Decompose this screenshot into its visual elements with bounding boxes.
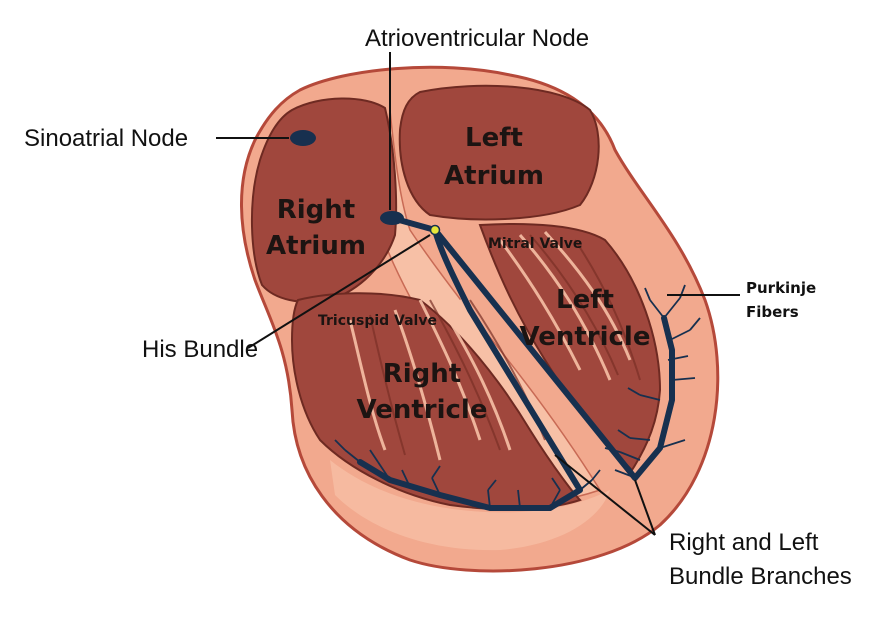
purkinje-fibers xyxy=(334,284,701,509)
left-atrium-chamber xyxy=(398,84,600,221)
tricuspid-valve-label: Tricuspid Valve xyxy=(318,313,437,329)
leader-branch-right xyxy=(554,454,656,536)
av-node-label: Atrioventricular Node xyxy=(365,25,589,52)
left-atrium-label-line1: Left xyxy=(465,123,523,153)
purkinje-label-line2: Fibers xyxy=(746,303,799,321)
his-bundle-label: His Bundle xyxy=(142,336,258,363)
mitral-valve-label: Mitral Valve xyxy=(488,236,582,252)
ventricular-floor xyxy=(330,460,610,551)
left-bundle-branch xyxy=(432,227,675,481)
left-ventricle-label-line2: Ventricle xyxy=(520,322,651,352)
left-ventricle-chamber xyxy=(478,222,662,472)
left-atrium-label-line2: Atrium xyxy=(444,161,544,191)
leader-branch-left xyxy=(634,479,656,536)
right-atrium-label-line2: Atrium xyxy=(266,231,366,261)
right-ventricle-label-line2: Ventricle xyxy=(357,395,488,425)
bundle-branches-label-line2: Bundle Branches xyxy=(669,563,852,590)
his-bundle-marker xyxy=(429,224,441,236)
right-atrium-label-line1: Right xyxy=(277,195,355,225)
right-ventricle-label-line1: Right xyxy=(383,359,461,389)
av-node-marker xyxy=(380,211,404,225)
sinoatrial-node-marker xyxy=(290,130,316,146)
purkinje-label-line1: Purkinje xyxy=(746,279,816,297)
sinoatrial-node-label: Sinoatrial Node xyxy=(24,125,188,152)
bundle-branches-label-line1: Right and Left xyxy=(669,529,819,556)
left-ventricle-label-line1: Left xyxy=(556,285,614,315)
leader-lines xyxy=(216,52,740,536)
leader-his-bundle xyxy=(247,234,431,349)
